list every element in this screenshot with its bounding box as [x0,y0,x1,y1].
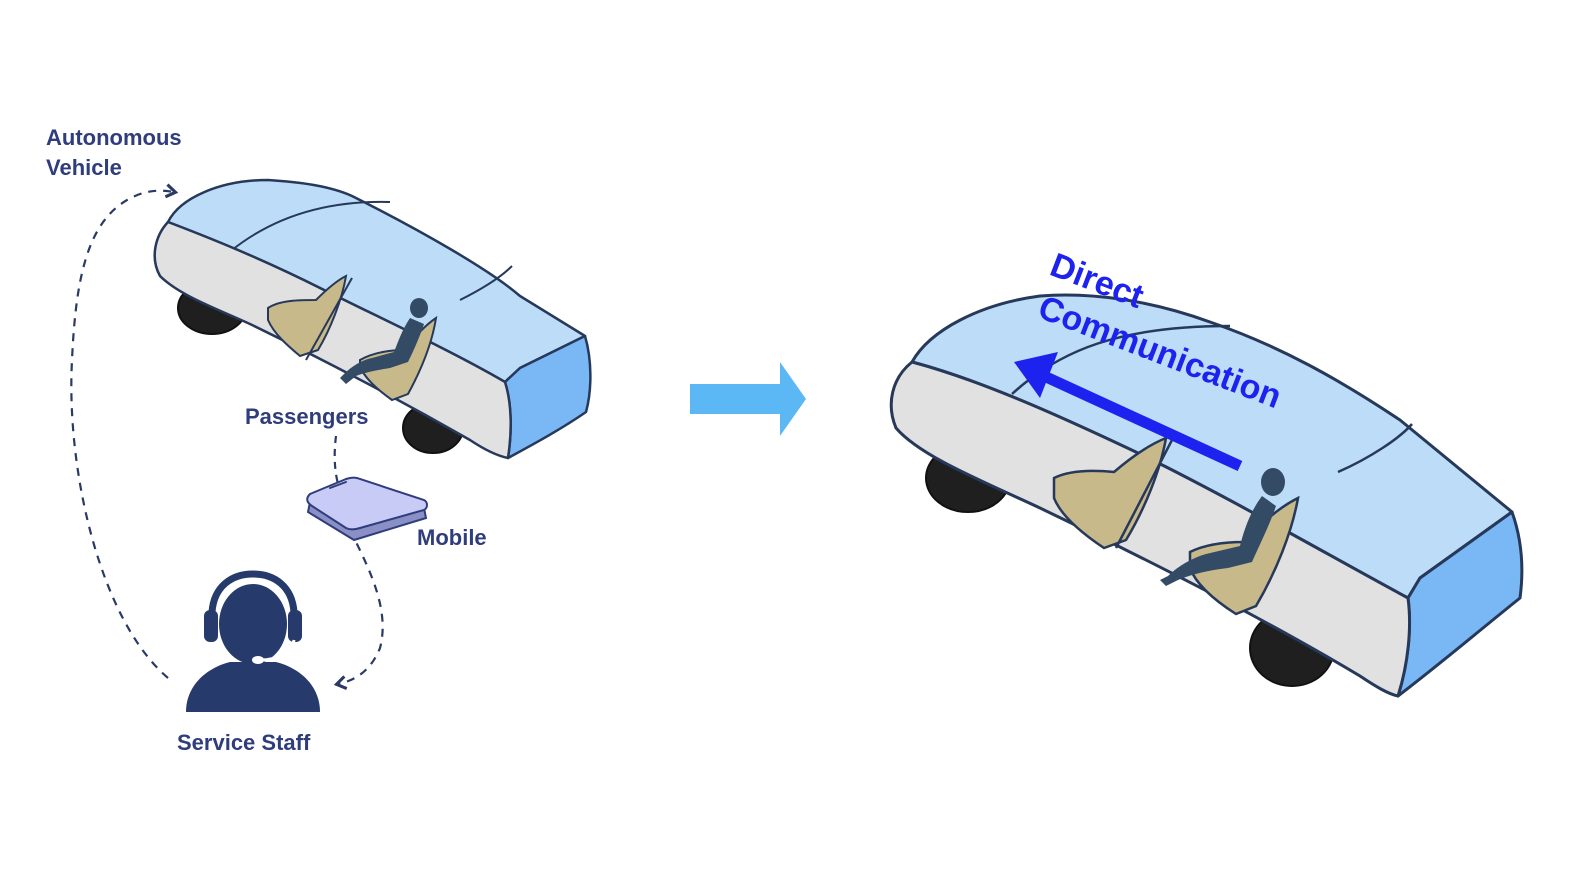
left-car-passenger [340,298,428,384]
left-car-body [153,220,512,460]
autonomous-vehicle-label-line2: Vehicle [46,155,122,180]
left-labels: Autonomous Vehicle Passengers Mobile Ser… [46,125,487,755]
mobile-to-staff-connector [333,529,384,690]
mobile-label: Mobile [417,525,487,550]
right-car-front-seat [1052,436,1168,550]
passengers-to-mobile-connector [333,435,340,485]
direct-communication-arrow [1014,352,1243,471]
autonomous-vehicle-label-line1: Autonomous [46,125,182,150]
headset-agent-icon [186,570,320,712]
right-car-icon [889,293,1524,698]
left-car-icon [153,178,592,460]
mobile-phone-icon [306,476,428,542]
service-staff-label: Service Staff [177,730,311,755]
left-car-front-seat [267,274,348,358]
right-car-passenger [1160,468,1285,586]
staff-to-vehicle-connector [70,183,179,679]
passengers-label: Passengers [245,404,369,429]
right-arrow-icon [690,362,806,436]
